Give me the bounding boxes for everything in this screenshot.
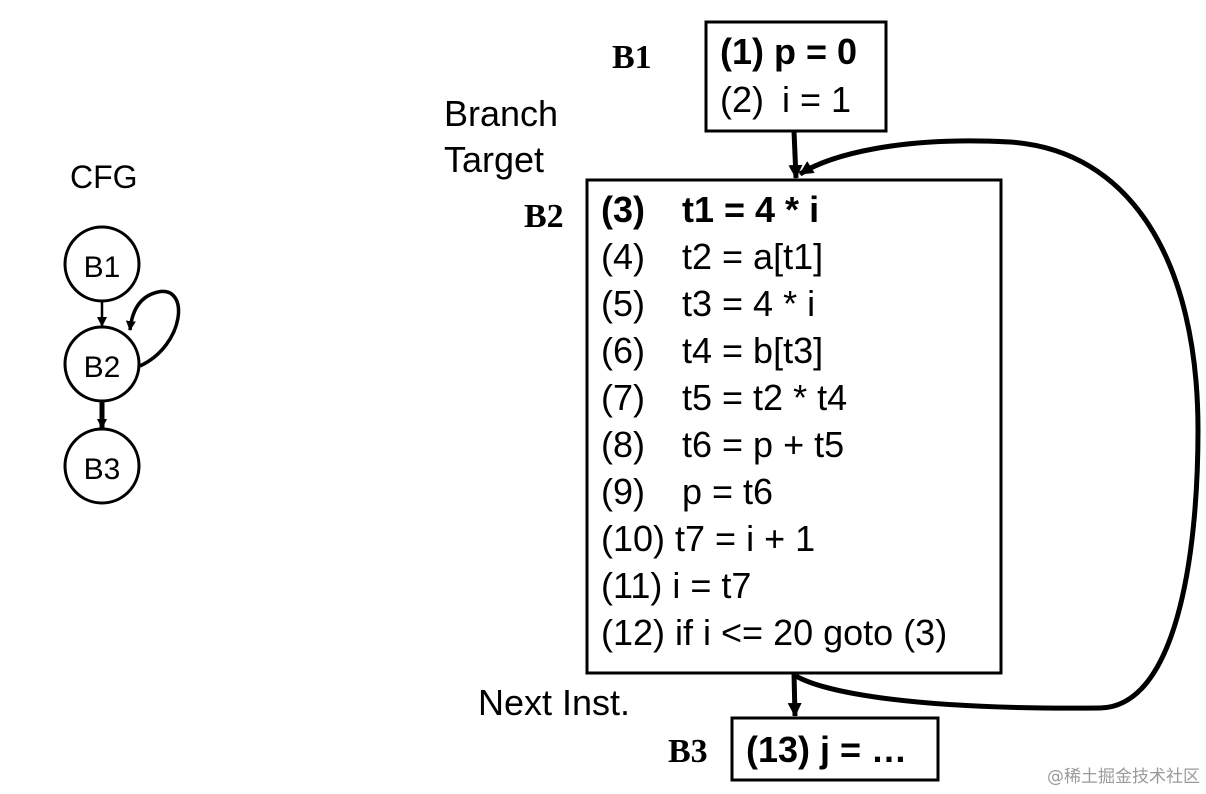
b2-line-5: (7)t5 = t2 * t4 — [601, 377, 847, 418]
block-label-b2: B2 — [524, 198, 564, 235]
mini-cfg: CFG B1 B2 B3 — [63, 159, 181, 505]
b2-line-9: (11)i = t7 — [601, 565, 751, 606]
cfg-title: CFG — [70, 159, 138, 195]
block-b1 — [704, 20, 888, 133]
block-b2 — [585, 178, 1003, 675]
cfg-edge-b2-loop — [125, 289, 181, 368]
cfg-node-b2-label: B2 — [84, 351, 121, 384]
b2-code-lines: (3)t1 = 4 * i (4)t2 = a[t1] (5)t3 = 4 * i (… — [601, 189, 947, 653]
b2-line-6: (8)t6 = p + t5 — [601, 424, 844, 465]
branch-target-label-line2: Target — [444, 139, 544, 180]
b2-line-7: (9)p = t6 — [601, 471, 773, 512]
b2-line-1: (3)t1 = 4 * i — [601, 189, 819, 230]
watermark: @稀土掘金技术社区 — [1047, 767, 1200, 787]
b2-line-10: (12)if i <= 20 goto (3) — [601, 612, 947, 653]
edge-b2-b3 — [787, 672, 802, 717]
cfg-node-b1-label: B1 — [84, 251, 121, 284]
block-label-b3: B3 — [668, 733, 708, 770]
b1-line-2: (2)i = 1 — [720, 79, 851, 120]
b1-line-1: (1)p = 0 — [720, 31, 857, 72]
branch-target-label-line1: Branch — [444, 93, 558, 134]
b3-line-1: (13)j = … — [746, 729, 907, 770]
cfg-node-b3-label: B3 — [84, 453, 121, 486]
b2-line-8: (10)t7 = i + 1 — [601, 518, 815, 559]
cfg-node-b3 — [63, 427, 141, 505]
edge-b1-b2 — [788, 130, 803, 179]
block-label-b1: B1 — [612, 39, 652, 76]
b2-line-2: (4)t2 = a[t1] — [601, 236, 823, 277]
b2-line-4: (6)t4 = b[t3] — [601, 330, 823, 371]
b2-line-3: (5)t3 = 4 * i — [601, 283, 815, 324]
next-inst-label: Next Inst. — [478, 682, 630, 723]
edge-b2-loop-back — [794, 138, 1201, 711]
block-b3 — [730, 716, 940, 782]
